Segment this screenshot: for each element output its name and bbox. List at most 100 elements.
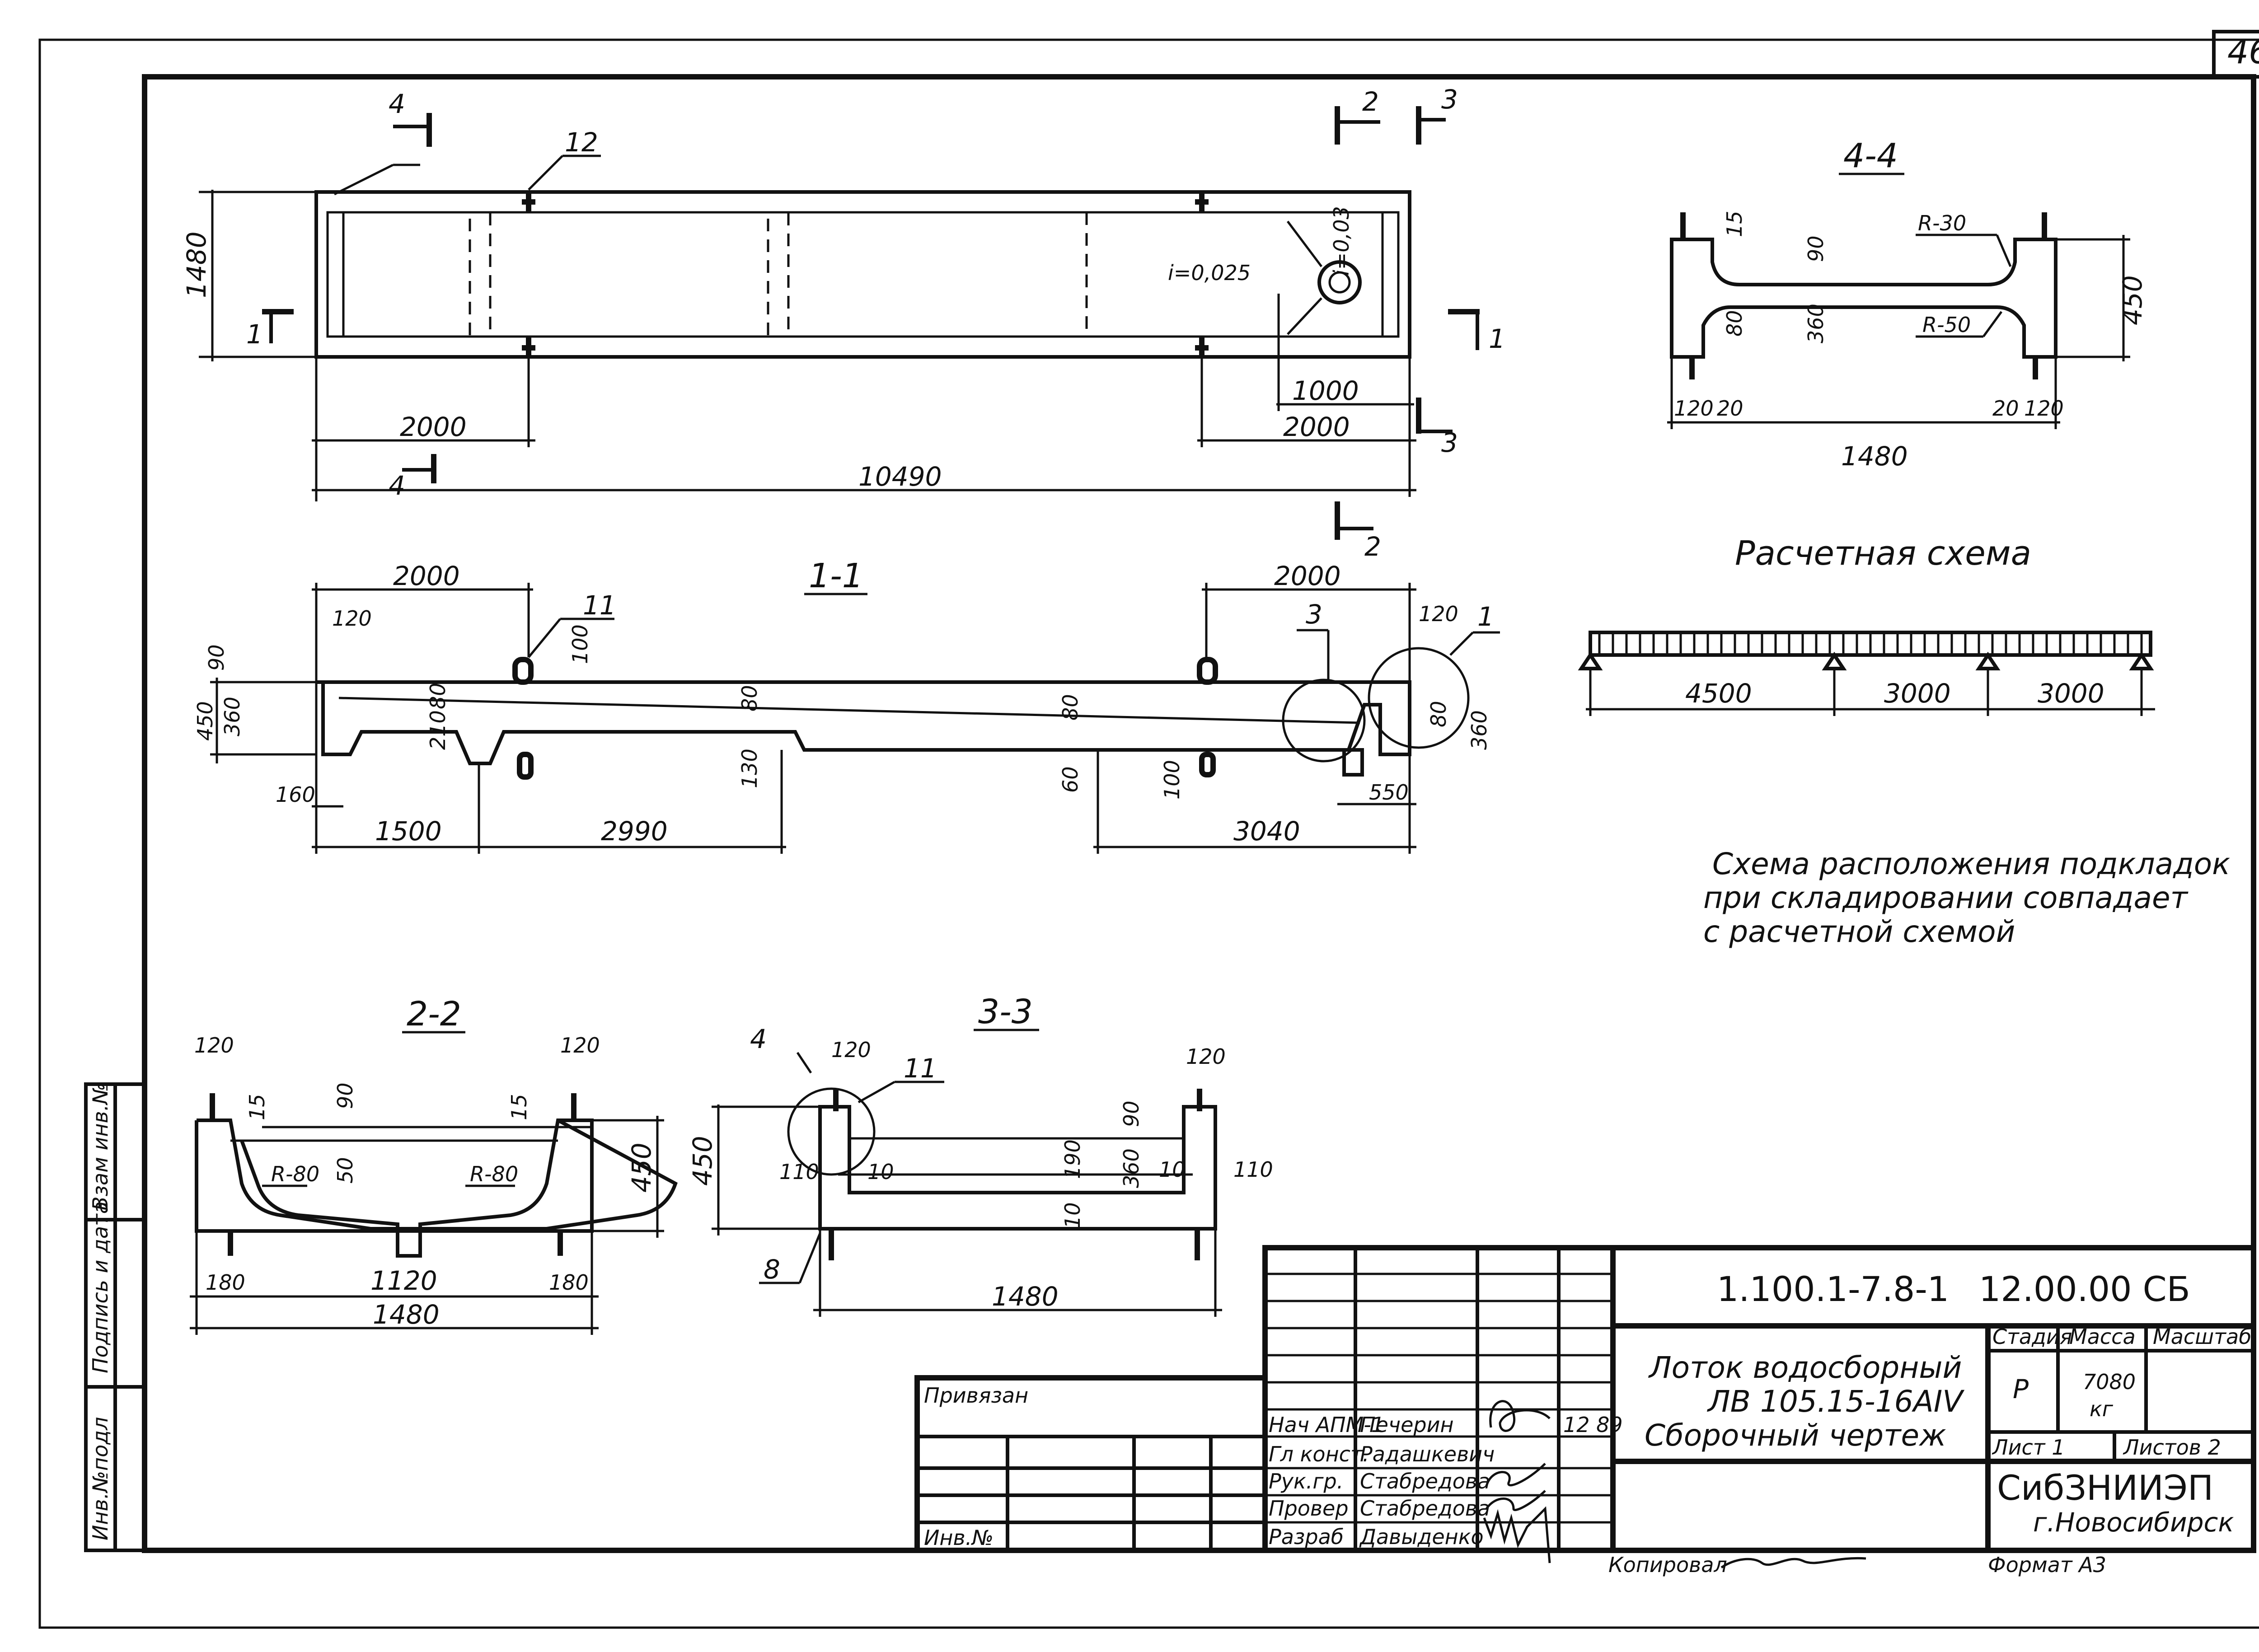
dim-1-1-550: 550 — [1369, 780, 1409, 805]
doc-number: 12.00.00 СБ — [1979, 1269, 2190, 1309]
side-stamp: Инв.№подл Подпись и дата Взам инв.№ — [84, 1082, 146, 1552]
side-stamp-vzam-inv: Взам инв.№ — [88, 1083, 112, 1211]
org-city: г.Новосибирск — [2033, 1507, 2234, 1538]
doc-name-line-2: ЛВ 105.15-16АIV — [1707, 1384, 1964, 1419]
section-2-2-50: 50 — [333, 1157, 357, 1184]
section-3-3-outline — [818, 1105, 1217, 1231]
dim-left-2000: 2000 — [400, 412, 467, 442]
dim-total-10490: 10490 — [858, 461, 942, 492]
cut-3-top-label: 3 — [1441, 84, 1458, 115]
dim-1-1-right-120: 120 — [1419, 602, 1458, 626]
section-2-2-15-b: 15 — [507, 1094, 531, 1120]
calc-scheme-note-1: Схема расположения подкладок — [1712, 847, 2230, 881]
sheet-label: Лист 1 — [1992, 1435, 2065, 1460]
section-3-3-callout-11: 11 — [904, 1053, 937, 1084]
dim-1-1-130: 130 — [737, 749, 762, 788]
callout-8-leader — [798, 1233, 821, 1283]
section-1-1-floor-slope — [338, 697, 1360, 724]
section-1-1-detail-circle-3 — [1282, 679, 1366, 763]
section-3-3-110-l: 110 — [779, 1160, 819, 1184]
mass-header: Масса — [2069, 1324, 2136, 1349]
section-3-3-110-r: 110 — [1233, 1157, 1273, 1182]
callout-1-leader — [1449, 632, 1474, 656]
mass-unit: кг — [2090, 1397, 2114, 1421]
section-2-2-r80-a: R-80 — [271, 1162, 319, 1186]
dim-1-1-360-r: 360 — [1467, 710, 1491, 750]
inner-frame — [142, 74, 2256, 1553]
cut-2-bottom-label: 2 — [1364, 531, 1381, 562]
section-3-3-title: 3-3 — [978, 992, 1033, 1031]
dim-1-1-80-c: 80 — [1058, 694, 1083, 721]
section-3-3-90: 90 — [1119, 1100, 1144, 1127]
section-4-4-outline — [1670, 238, 2057, 359]
section-4-4-dim-360: 360 — [1804, 304, 1828, 343]
scale-header: Масштаб — [2153, 1324, 2252, 1349]
plan-drain-slope-2 — [1287, 220, 1322, 267]
dim-1-1-80-d: 80 — [1426, 701, 1451, 727]
cut-4-top-label: 4 — [389, 89, 405, 119]
section-3-3-10-b: 10 — [1159, 1157, 1186, 1182]
section-2-2-title: 2-2 — [407, 995, 461, 1034]
section-2-2-120-l: 120 — [194, 1033, 234, 1058]
dim-1-1-80-a: 80 — [426, 683, 450, 709]
copied-by-label: Копировал — [1608, 1553, 1727, 1577]
plan-drain-inner — [1328, 271, 1351, 294]
calc-scheme-support-4 — [2129, 651, 2154, 670]
section-4-4-r30-leader — [1996, 234, 2012, 267]
signature-scribble-1 — [1489, 1400, 1551, 1432]
doc-name-line-3: Сборочный чертеж — [1645, 1418, 1946, 1453]
mass-value: 7080 — [2083, 1370, 2136, 1394]
stage-value: Р — [2013, 1374, 2029, 1404]
plan-slope-label: i=0,025 — [1168, 261, 1251, 285]
callout-11-3-3-leader — [858, 1081, 895, 1104]
section-2-2-15-a: 15 — [245, 1094, 269, 1120]
section-4-4-20-b: 20 — [1992, 396, 2019, 421]
section-1-1-loop-1 — [512, 657, 534, 685]
callout-4-leader — [796, 1052, 812, 1074]
cut-4-leader — [333, 164, 394, 196]
section-4-4-dim-450: 450 — [2117, 275, 2148, 325]
sig-role-1: Нач АПМ-1 — [1269, 1413, 1384, 1437]
dim-1-1-160: 160 — [276, 782, 315, 807]
sheets-label: Листов 2 — [2123, 1435, 2221, 1460]
outer-frame — [38, 38, 2259, 1629]
sig-role-3: Рук.гр. — [1269, 1469, 1343, 1493]
sig-date: 12 89 — [1563, 1413, 1623, 1437]
plan-view: i=0,025 i=0,03 4 4 2 2 3 3 1 1 12 — [181, 84, 1505, 562]
format-label: Формат А3 — [1988, 1553, 2106, 1577]
signature-scribble-4 — [1483, 1506, 1551, 1563]
plan-hidden-rib-2 — [767, 211, 790, 338]
calc-scheme-span-3: 3000 — [2038, 678, 2104, 709]
section-1-1-loop-4 — [1199, 752, 1216, 777]
section-1-1-callout-3: 3 — [1306, 599, 1322, 630]
section-4-4-r50: R-50 — [1922, 313, 1971, 337]
sig-name-5: Давыденко — [1359, 1525, 1484, 1549]
plan-hidden-rib-1 — [469, 211, 492, 338]
section-3-3-1480: 1480 — [992, 1281, 1059, 1312]
section-1-1-detail-circle-1 — [1368, 647, 1470, 749]
dim-1-1-100: 100 — [568, 624, 592, 664]
title-block: Привязан Инв.№ Нач АПМ-1 Печерин Гл конс… — [914, 1245, 2256, 1577]
section-2-2-180-b: 180 — [549, 1270, 589, 1295]
dim-1-1-210: 210 — [426, 710, 450, 750]
dim-1-1-1500: 1500 — [375, 816, 442, 847]
section-1-1-title: 1-1 — [809, 557, 863, 595]
callout-12: 12 — [565, 127, 598, 158]
section-2-2-90: 90 — [333, 1082, 357, 1109]
section-4-4-r30: R-30 — [1918, 211, 1966, 235]
plan-drain-slope-label: i=0,03 — [1329, 206, 1354, 276]
calc-scheme-note-2: при складировании совпадает — [1703, 880, 2189, 915]
section-1-1: 1-1 11 3 1 2000 2000 120 120 90 450 — [193, 557, 1500, 854]
section-3-3-10-c: 10 — [1060, 1202, 1085, 1229]
sig-role-4: Провер — [1269, 1496, 1349, 1521]
dim-right-1000: 1000 — [1292, 375, 1359, 406]
callout-12-leader — [528, 155, 563, 191]
section-4-4-20-a: 20 — [1717, 396, 1743, 421]
signature-scribble-3 — [1485, 1490, 1546, 1512]
section-4-4-title: 4-4 — [1843, 136, 1898, 175]
calc-scheme-note-3: с расчетной схемой — [1703, 914, 2015, 949]
section-4-4-120-a: 120 — [1674, 396, 1714, 421]
section-4-4-1480: 1480 — [1841, 441, 1908, 472]
dim-1-1-top-right-2000: 2000 — [1274, 561, 1341, 591]
privyazan-block — [914, 1375, 1268, 1553]
